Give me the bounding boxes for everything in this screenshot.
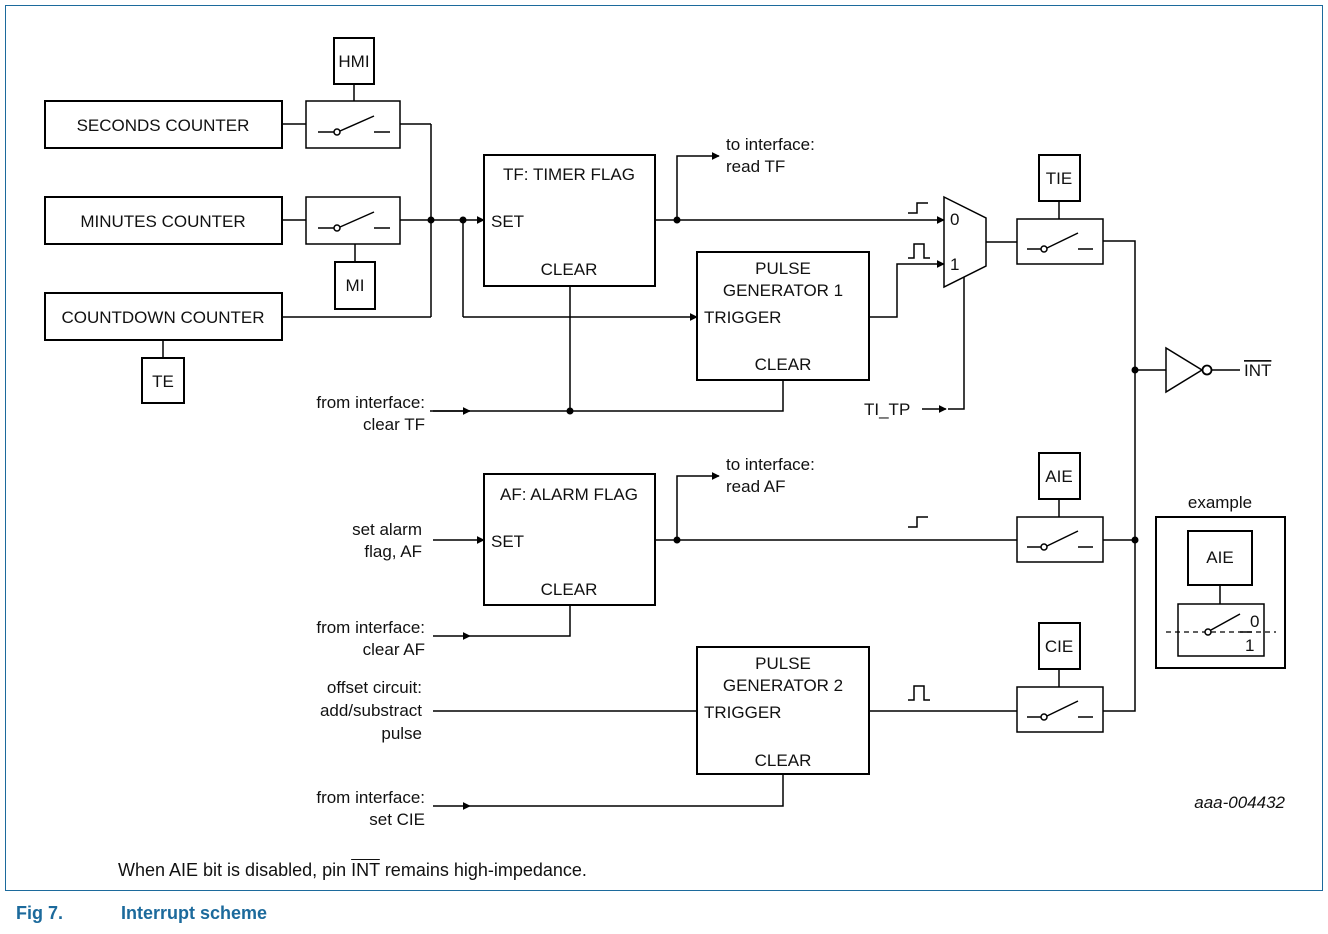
hmi-switch	[305, 100, 401, 149]
svg-text:MINUTES COUNTER: MINUTES COUNTER	[80, 212, 245, 231]
svg-text:example: example	[1188, 493, 1252, 512]
offset-circuit-label-3: pulse	[381, 724, 422, 743]
mi-switch	[305, 196, 401, 245]
clear-af-wiring	[433, 605, 571, 640]
svg-text:1: 1	[1245, 636, 1254, 655]
example-inset: example AIE 0 1	[1155, 493, 1286, 669]
svg-text:CLEAR: CLEAR	[755, 751, 812, 770]
svg-text:CLEAR: CLEAR	[541, 260, 598, 279]
svg-text:COUNTDOWN COUNTER: COUNTDOWN COUNTER	[61, 308, 264, 327]
svg-text:CLEAR: CLEAR	[541, 580, 598, 599]
pulse-generator-2-output-wiring	[869, 685, 1017, 712]
seconds-counter-block: SECONDS COUNTER	[44, 100, 283, 149]
te-bit-box: TE	[141, 340, 185, 404]
read-af-label: read AF	[726, 477, 786, 496]
svg-text:PULSE: PULSE	[755, 654, 811, 673]
multiplexer: 0 1	[943, 195, 987, 289]
svg-text:GENERATOR 1: GENERATOR 1	[723, 281, 843, 300]
mi-bit-box: MI	[334, 244, 376, 310]
svg-text:CLEAR: CLEAR	[755, 355, 812, 374]
tie-switch	[1016, 218, 1104, 265]
from-interface-label-tf: from interface:	[316, 393, 425, 412]
timer-flag-block: TF: TIMER FLAG SET CLEAR	[483, 154, 656, 287]
alarm-flag-block: AF: ALARM FLAG SET CLEAR	[483, 473, 656, 606]
svg-text:TE: TE	[152, 372, 174, 391]
svg-text:CIE: CIE	[1045, 637, 1073, 656]
set-cie-label: set CIE	[369, 810, 425, 829]
to-interface-label-af: to interface:	[726, 455, 815, 474]
svg-text:MI: MI	[346, 276, 365, 295]
output-bus	[1103, 240, 1166, 712]
offset-circuit-label-2: add/substract	[320, 701, 422, 720]
svg-text:0: 0	[950, 210, 959, 229]
tie-bit-box: TIE	[1038, 154, 1081, 219]
figure-id: aaa-004432	[1194, 793, 1285, 812]
int-pin-label: INT	[1244, 361, 1271, 380]
cie-switch	[1016, 686, 1104, 733]
svg-text:AIE: AIE	[1206, 548, 1233, 567]
svg-text:TF: TIMER FLAG: TF: TIMER FLAG	[503, 165, 635, 184]
svg-text:AF: ALARM FLAG: AF: ALARM FLAG	[500, 485, 638, 504]
ti-tp-wiring	[922, 277, 965, 413]
countdown-counter-block: COUNTDOWN COUNTER	[44, 292, 283, 341]
clear-tf-wiring	[430, 286, 784, 415]
cie-bit-box: CIE	[1038, 622, 1081, 687]
minutes-counter-block: MINUTES COUNTER	[44, 196, 283, 245]
offset-circuit-label-1: offset circuit:	[327, 678, 422, 697]
from-interface-label-af: from interface:	[316, 618, 425, 637]
svg-text:1: 1	[950, 255, 959, 274]
hmi-bit-box: HMI	[333, 37, 375, 101]
note-text-before: When AIE bit is disabled, pin	[118, 860, 352, 880]
read-tf-label: read TF	[726, 157, 785, 176]
inverter-buffer	[1165, 346, 1240, 394]
svg-text:AIE: AIE	[1045, 467, 1072, 486]
figure-note: When AIE bit is disabled, pin INT remain…	[118, 860, 587, 881]
clear-af-label: clear AF	[363, 640, 425, 659]
svg-text:TRIGGER: TRIGGER	[704, 308, 781, 327]
pulse-generator-1-output-wiring	[869, 243, 945, 318]
svg-text:SET: SET	[491, 212, 524, 231]
clear-tf-label: clear TF	[363, 415, 425, 434]
pulse-generator-1-block: PULSE GENERATOR 1 TRIGGER CLEAR	[696, 251, 870, 381]
note-text-after: remains high-impedance.	[379, 860, 587, 880]
figure-number: Fig 7.	[16, 903, 64, 923]
note-int-pin: INT	[351, 860, 380, 880]
svg-text:GENERATOR 2: GENERATOR 2	[723, 676, 843, 695]
figure-frame	[5, 5, 1323, 891]
svg-text:PULSE: PULSE	[755, 259, 811, 278]
svg-text:0: 0	[1250, 612, 1259, 631]
figure-caption: Fig 7. Interrupt scheme	[16, 903, 267, 924]
aie-switch	[1016, 516, 1104, 563]
aie-bit-box: AIE	[1038, 452, 1081, 517]
svg-text:SET: SET	[491, 532, 524, 551]
figure-title: Interrupt scheme	[121, 903, 268, 923]
pulse-generator-2-block: PULSE GENERATOR 2 TRIGGER CLEAR	[696, 646, 870, 775]
timer-flag-output-wiring	[655, 152, 945, 224]
counter-wiring	[282, 123, 698, 321]
svg-text:SECONDS COUNTER: SECONDS COUNTER	[77, 116, 250, 135]
svg-text:TRIGGER: TRIGGER	[704, 703, 781, 722]
set-cie-wiring	[433, 774, 784, 810]
set-alarm-label-2: flag, AF	[364, 542, 422, 561]
ti-tp-label: TI_TP	[864, 400, 910, 419]
svg-text:HMI: HMI	[338, 52, 369, 71]
svg-text:TIE: TIE	[1046, 169, 1072, 188]
to-interface-label-tf: to interface:	[726, 135, 815, 154]
alarm-flag-output-wiring	[655, 472, 1017, 544]
from-interface-label-cie: from interface:	[316, 788, 425, 807]
set-alarm-label-1: set alarm	[352, 520, 422, 539]
